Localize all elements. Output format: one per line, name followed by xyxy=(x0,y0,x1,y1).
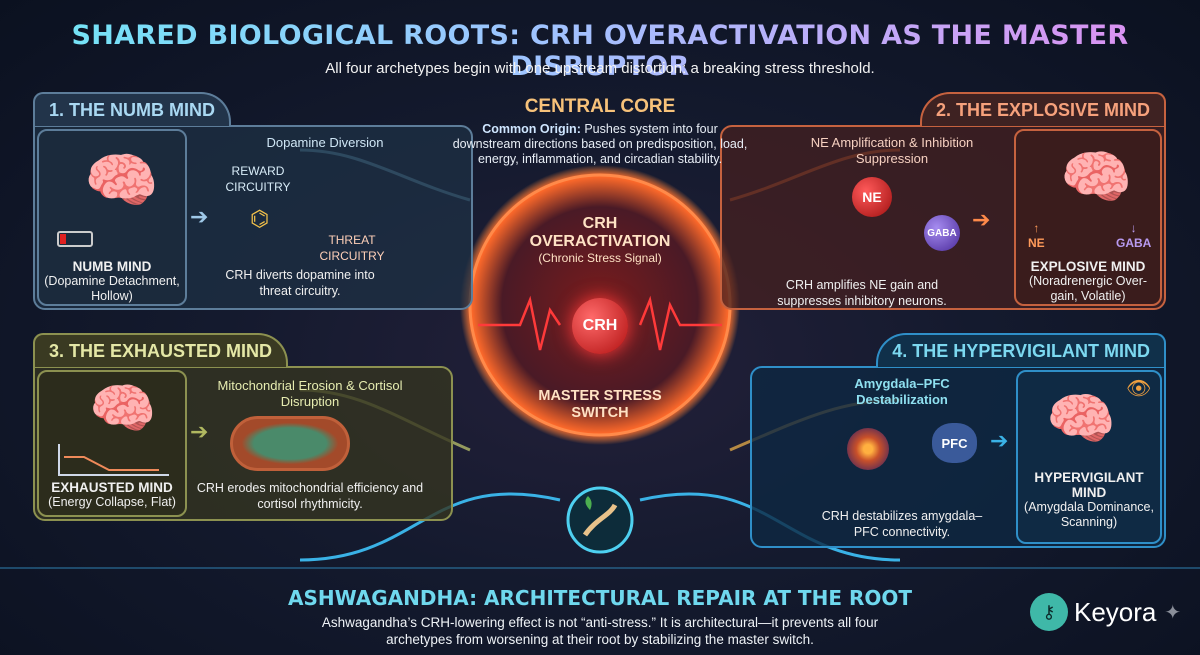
footer-text: Ashwagandha’s CRH-lowering effect is not… xyxy=(321,615,879,647)
energy-decline-chart-icon xyxy=(58,444,169,476)
panel-explosive-mind: NE Amplification & Inhibition Suppressio… xyxy=(720,125,1166,310)
low-battery-icon xyxy=(57,231,93,247)
numb-mind-card: 🧠 NUMB MIND (Dopamine Detachment, Hollow… xyxy=(37,129,187,306)
arrow-right-icon: ➔ xyxy=(190,204,209,229)
exploding-brain-icon: 🧠 xyxy=(1060,145,1133,210)
origin-label: Common Origin: xyxy=(482,122,581,136)
explosive-mind-caption: CRH amplifies NE gain and suppresses inh… xyxy=(777,278,947,308)
arrow-right-icon: ➔ xyxy=(972,207,991,232)
crh-badge: CRH xyxy=(572,298,628,354)
panel-hypervigilant-mind: Amygdala–PFC Destabilization PFC ➔ CRH d… xyxy=(750,366,1166,548)
dopamine-molecule-icon: ⌬ xyxy=(250,206,270,231)
hypervigilant-mind-caption: CRH destabilizes amygdala–PFC connectivi… xyxy=(821,509,983,539)
ne-molecule: NE xyxy=(852,177,892,217)
gaba-down-label: GABA xyxy=(1116,236,1152,250)
amygdala-pfc-label: Amygdala–PFC Destabilization xyxy=(854,376,950,407)
hypervigilant-mind-desc: (Amygdala Dominance, Scanning) xyxy=(1024,500,1154,529)
panel-numb-mind: 🧠 NUMB MIND (Dopamine Detachment, Hollow… xyxy=(33,125,473,310)
explosive-mind-card: 🧠 ↑NE ↓GABA EXPLOSIVE MIND (Noradrenergi… xyxy=(1014,129,1162,306)
tab-exhausted-mind: 3. THE EXHAUSTED MIND xyxy=(33,333,289,367)
ne-up-indicator: ↑NE xyxy=(1028,221,1045,250)
hypervigilant-mind-card: 🧠 👁 HYPERVIGILANT MIND (Amygdala Dominan… xyxy=(1016,370,1162,544)
tab-hypervigilant-mind: 4. THE HYPERVIGILANT MIND xyxy=(876,333,1166,367)
crh-overactivation-label: CRH OVERACTIVATION (Chronic Stress Signa… xyxy=(500,215,700,265)
arrow-right-icon: ➔ xyxy=(990,428,1009,453)
footer: ASHWAGANDHA: ARCHITECTURAL REPAIR AT THE… xyxy=(240,586,960,648)
central-core-heading: CENTRAL CORE xyxy=(524,96,676,117)
brand-name: Keyora xyxy=(1074,596,1157,627)
exhausted-mind-card: 🧠 EXHAUSTED MIND (Energy Collapse, Flat) xyxy=(37,370,187,517)
hypervigilant-mind-title: HYPERVIGILANT MIND xyxy=(1034,470,1144,500)
explosive-mind-desc: (Noradrenergic Over-gain, Volatile) xyxy=(1028,274,1148,303)
ne-up-label: NE xyxy=(1028,236,1045,250)
amygdala-icon xyxy=(847,428,889,470)
cracked-brain-icon: 🧠 xyxy=(84,147,159,214)
central-core-header: CENTRAL CORE Common Origin: Pushes syste… xyxy=(450,96,750,167)
core-signal: (Chronic Stress Signal) xyxy=(538,251,662,265)
mitochondrial-erosion-label: Mitochondrial Erosion & Cortisol Disrupt… xyxy=(217,378,403,409)
central-core-description: Common Origin: Pushes system into four d… xyxy=(450,122,750,167)
brain-icon: 🧠 xyxy=(1046,387,1116,450)
eye-icon: 👁 xyxy=(1126,378,1152,400)
panel-exhausted-mind: 🧠 EXHAUSTED MIND (Energy Collapse, Flat)… xyxy=(33,366,453,521)
arrow-right-icon: ➔ xyxy=(190,419,209,444)
exhausted-mind-caption: CRH erodes mitochondrial efficiency and … xyxy=(196,481,424,511)
origin-text: Pushes system into four downstream direc… xyxy=(452,122,748,166)
switch-line2: SWITCH xyxy=(571,405,629,421)
numb-mind-title: NUMB MIND xyxy=(72,259,152,274)
numb-mind-caption: CRH diverts dopamine into threat circuit… xyxy=(225,268,375,298)
explosive-mind-title: EXPLOSIVE MIND xyxy=(1030,259,1146,274)
pfc-icon: PFC xyxy=(932,423,977,463)
key-icon: ⚷ xyxy=(1030,593,1068,631)
switch-line1: MASTER STRESS xyxy=(538,388,662,404)
numb-mind-desc: (Dopamine Detachment, Hollow) xyxy=(44,274,180,303)
core-title-line1: CRH xyxy=(582,215,618,232)
mitochondrion-icon xyxy=(230,416,350,471)
tab-numb-mind: 1. THE NUMB MIND xyxy=(33,92,231,126)
footer-title: ASHWAGANDHA: ARCHITECTURAL REPAIR AT THE… xyxy=(288,586,912,610)
threat-circuitry-label: THREAT CIRCUITRY xyxy=(319,233,385,263)
brain-empty-battery-icon: 🧠 xyxy=(89,379,157,439)
gaba-molecule: GABA xyxy=(924,215,960,251)
tab-explosive-mind: 2. THE EXPLOSIVE MIND xyxy=(919,92,1166,126)
core-title-line2: OVERACTIVATION xyxy=(529,233,671,250)
sparkle-icon: ✦ xyxy=(1164,601,1182,624)
page-title: SHARED BIOLOGICAL ROOTS: CRH OVERACTIVAT… xyxy=(0,20,1200,82)
brand-logo: ⚷ Keyora ✦ xyxy=(1030,593,1181,631)
gaba-down-indicator: ↓GABA xyxy=(1116,221,1152,250)
ne-amplification-label: NE Amplification & Inhibition Suppressio… xyxy=(810,135,974,166)
reward-circuitry-label: REWARD CIRCUITRY xyxy=(225,164,291,194)
exhausted-mind-title: EXHAUSTED MIND xyxy=(51,480,173,495)
exhausted-mind-desc: (Energy Collapse, Flat) xyxy=(48,495,176,509)
dopamine-diversion-label: Dopamine Diversion xyxy=(266,135,384,150)
page-subtitle: All four archetypes begin with one upstr… xyxy=(325,60,875,77)
